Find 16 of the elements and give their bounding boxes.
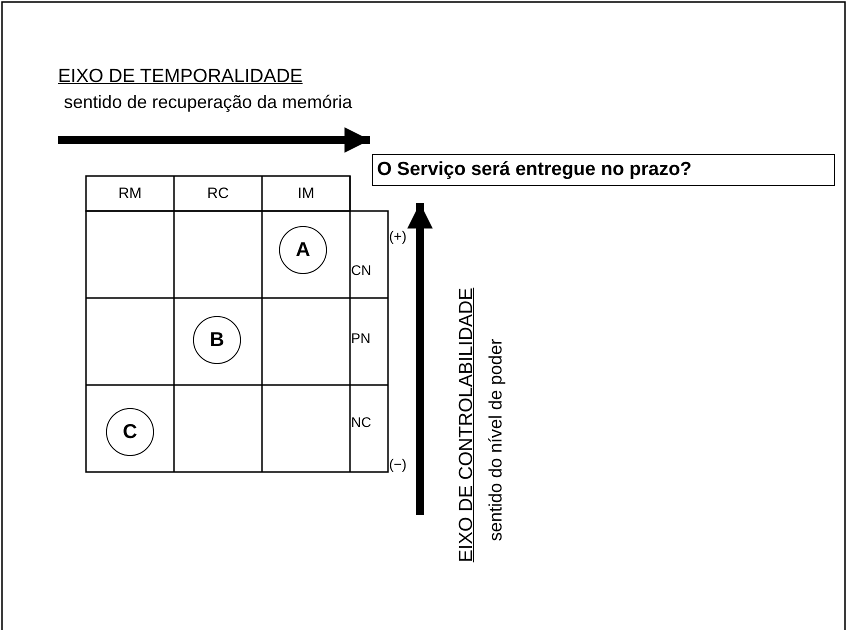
scale-mark: (−): [389, 456, 406, 472]
question-box: O Serviço será entregue no prazo?: [372, 154, 835, 186]
row-label: NC: [351, 414, 372, 430]
axis-subtitle: sentido do nível de poder: [486, 338, 506, 542]
axis-subtitle: sentido de recuperação da memória: [62, 91, 354, 114]
circled-letter: A: [279, 226, 327, 274]
axis-title: EIXO DE TEMPORALIDADE: [58, 66, 303, 88]
circled-letter: B: [193, 316, 241, 364]
column-header: RM: [117, 184, 143, 204]
scale-mark: (+): [389, 228, 406, 244]
row-label: PN: [351, 330, 370, 346]
circled-letter: C: [106, 408, 154, 456]
axis-title: EIXO DE CONTROLABILIDADE: [456, 288, 478, 562]
row-label: CN: [351, 262, 372, 278]
column-header: IM: [296, 184, 316, 204]
column-header: RC: [206, 184, 230, 204]
